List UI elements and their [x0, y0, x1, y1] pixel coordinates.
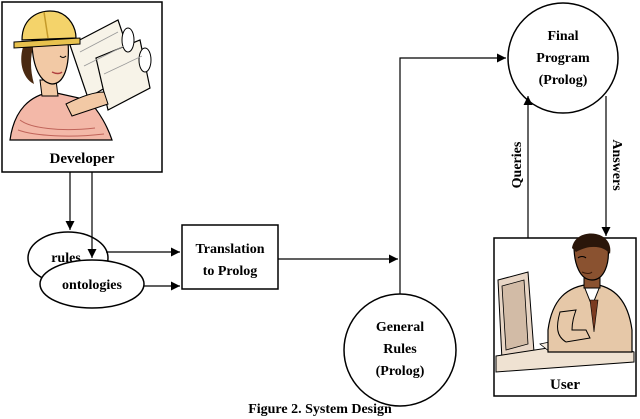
general-rules-line2: Rules [383, 342, 417, 357]
final-program-line2: Program [536, 51, 590, 66]
answers-label: Answers [609, 139, 624, 191]
general-rules-node: General Rules (Prolog) [343, 293, 457, 407]
translation-node: Translation to Prolog [181, 224, 279, 290]
user-node: User [493, 233, 637, 397]
developer-illustration [9, 10, 152, 141]
general-rules-line3: (Prolog) [376, 364, 425, 379]
developer-label: Developer [50, 151, 115, 167]
ontologies-label: ontologies [62, 278, 122, 293]
developer-node: Developer [1, 1, 163, 173]
queries-label: Queries [510, 141, 525, 188]
edge-general-rules-to-final-program [399, 53, 506, 294]
general-rules-line1: General [376, 320, 424, 335]
user-illustration [495, 233, 635, 373]
edges [65, 53, 611, 294]
figure-caption: Figure 2. System Design [248, 402, 392, 417]
final-program-line1: Final [547, 29, 578, 44]
user-label: User [550, 377, 580, 393]
final-program-node: Final Program (Prolog) [507, 2, 619, 114]
translation-label-line1: Translation [196, 242, 265, 257]
translation-label-line2: to Prolog [203, 264, 258, 279]
ontologies-node: ontologies [39, 259, 145, 309]
final-program-line3: (Prolog) [539, 73, 588, 88]
